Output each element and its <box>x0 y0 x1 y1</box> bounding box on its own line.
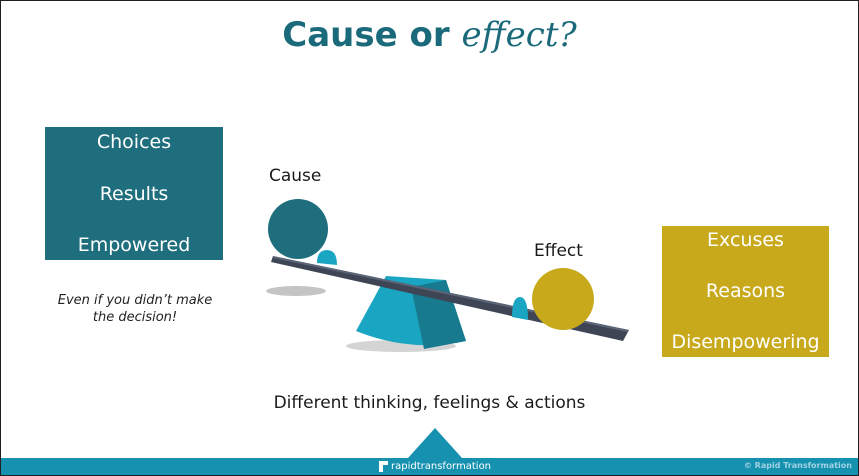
cause-ball-shadow <box>266 286 326 296</box>
note-line-1: Even if you didn’t make <box>57 293 213 308</box>
effect-label: Effect <box>534 241 583 261</box>
cause-label: Cause <box>269 166 322 186</box>
choices-box: Choices Results Empowered <box>45 127 223 260</box>
logo-mark-icon <box>379 461 388 472</box>
disempowering-label: Disempowering <box>671 331 820 353</box>
excuses-label: Excuses <box>707 229 784 251</box>
slide-title: Cause or effect? <box>1 15 858 55</box>
footer-notch <box>408 428 462 458</box>
fulcrum-side <box>411 280 466 349</box>
title-effect: effect? <box>461 15 577 55</box>
decision-note: Even if you didn’t make the decision! <box>21 292 249 326</box>
seesaw-illustration <box>266 199 629 352</box>
copyright-text: © Rapid Transformation <box>743 461 852 470</box>
effect-ball <box>532 268 594 330</box>
footer-logo: rapidtransformation <box>379 460 491 473</box>
footer-bar <box>1 458 858 475</box>
seesaw-plank <box>271 256 629 341</box>
title-cause-or: Cause or <box>282 15 450 55</box>
cause-ball <box>268 199 328 259</box>
logo-text: rapidtransformation <box>391 461 492 472</box>
reasons-label: Reasons <box>705 280 786 302</box>
empowered-label: Empowered <box>77 234 191 256</box>
results-label: Results <box>99 182 169 205</box>
cause-ball-stopper <box>317 250 337 265</box>
note-line-2: the decision! <box>92 310 178 325</box>
choices-label: Choices <box>96 131 172 153</box>
effect-ball-stopper <box>512 297 528 320</box>
excuses-box: Excuses Reasons Disempowering <box>662 226 829 357</box>
caption: Different thinking, feelings & actions <box>273 393 586 413</box>
